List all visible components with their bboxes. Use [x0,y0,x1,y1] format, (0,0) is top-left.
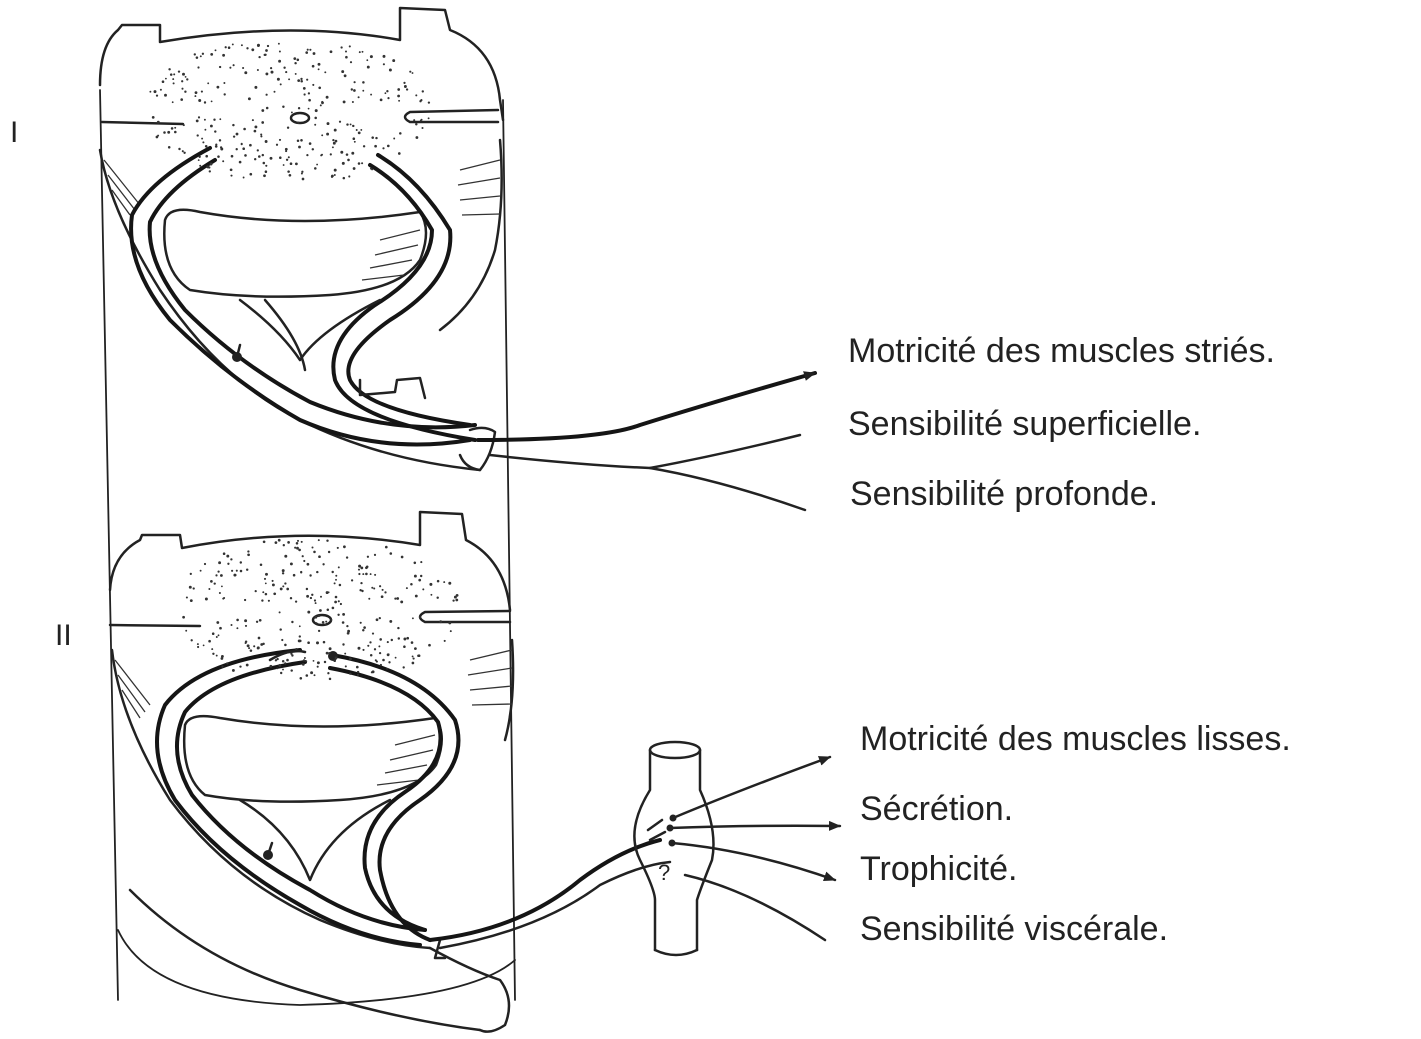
segment-II-grey-matter [182,539,458,680]
fiber-smooth-muscle [673,757,830,818]
segment-II-label: II [55,619,72,652]
ganglion-question-mark: ? [658,860,670,885]
fiber-trophicity [672,843,835,880]
spinal-cord-column [100,90,515,1005]
segment-II-cross-section [110,512,510,610]
label-trophicite: Trophicité. [860,850,1017,888]
segment-I [100,8,815,510]
fiber-secretion [670,826,840,828]
label-sensibilite-superficielle: Sensibilité superficielle. [848,405,1201,443]
label-motricite-stries: Motricité des muscles striés. [848,332,1275,370]
segment-I-label: I [10,116,18,149]
segment-II [110,512,670,1032]
fiber-visceral-sensory [685,875,825,940]
label-sensibilite-profonde: Sensibilité profonde. [850,475,1158,513]
segment-I-cross-section [100,8,503,120]
label-sensibilite-viscerale: Sensibilité viscérale. [860,910,1168,948]
label-motricite-lisses: Motricité des muscles lisses. [860,720,1291,758]
fiber-deep-sensory [650,468,805,510]
label-secretion: Sécrétion. [860,790,1013,828]
fiber-to-ganglion [430,840,660,940]
fiber-motor-striated [478,373,815,440]
sympathetic-ganglion [634,742,713,955]
